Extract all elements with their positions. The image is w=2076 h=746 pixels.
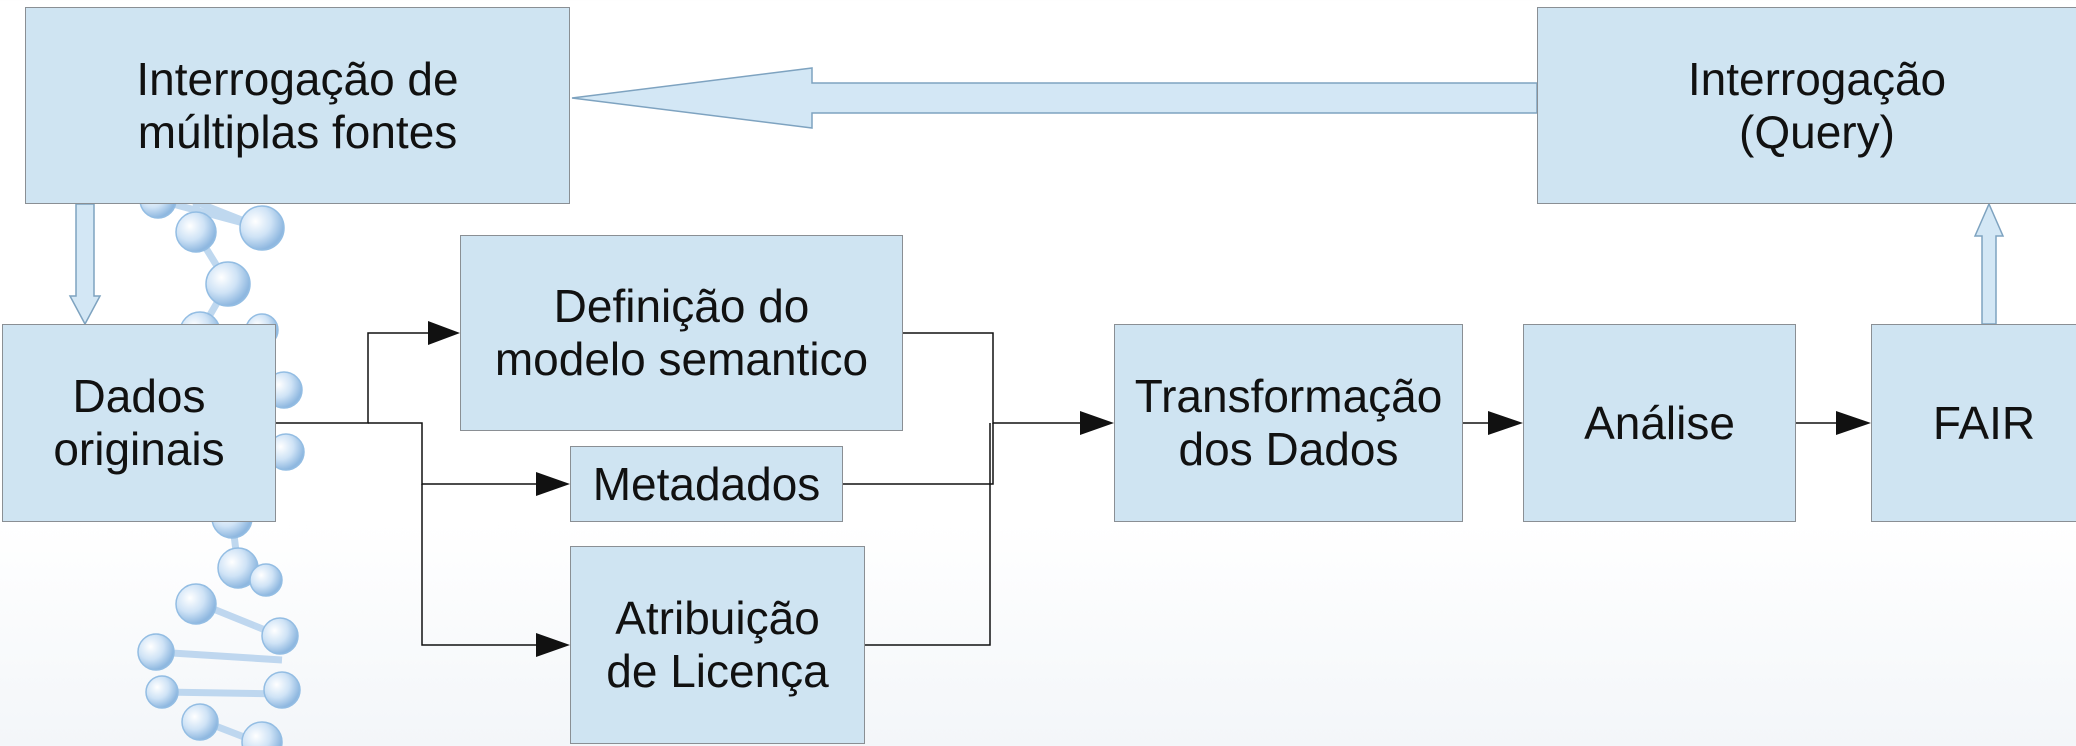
node-fair: FAIR bbox=[1871, 324, 2076, 522]
arrowhead-to-fair bbox=[1836, 411, 1871, 435]
connector-dados-to-modelo bbox=[276, 332, 432, 424]
node-analysis: Análise bbox=[1523, 324, 1796, 522]
arrowhead-to-licenca bbox=[536, 633, 570, 657]
arrowhead-to-metadados bbox=[536, 472, 570, 496]
connector-dados-to-licenca bbox=[421, 484, 540, 646]
connector-modelo-to-transf bbox=[903, 332, 1082, 424]
node-multi-source-query: Interrogação de múltiplas fontes bbox=[25, 7, 570, 204]
connector-dados-to-metadados bbox=[368, 422, 540, 485]
node-metadata: Metadados bbox=[570, 446, 843, 522]
connector-licenca-to-transf bbox=[865, 423, 991, 646]
node-semantic-model: Definição do modelo semantico bbox=[460, 235, 903, 431]
node-license: Atribuição de Licença bbox=[570, 546, 865, 744]
arrowhead-to-transf bbox=[1080, 411, 1114, 435]
node-query: Interrogação (Query) bbox=[1537, 7, 2076, 204]
node-data-transformation: Transformação dos Dados bbox=[1114, 324, 1463, 522]
block-arrow-query-to-multi bbox=[571, 67, 1538, 129]
node-original-data: Dados originais bbox=[2, 324, 276, 522]
arrowhead-to-modelo bbox=[428, 321, 460, 345]
connector-metadados-to-transf bbox=[843, 423, 994, 485]
block-arrow-fair-to-query bbox=[1973, 202, 2005, 325]
block-arrow-multi-to-dados bbox=[68, 203, 102, 326]
arrowhead-to-analise bbox=[1488, 411, 1523, 435]
